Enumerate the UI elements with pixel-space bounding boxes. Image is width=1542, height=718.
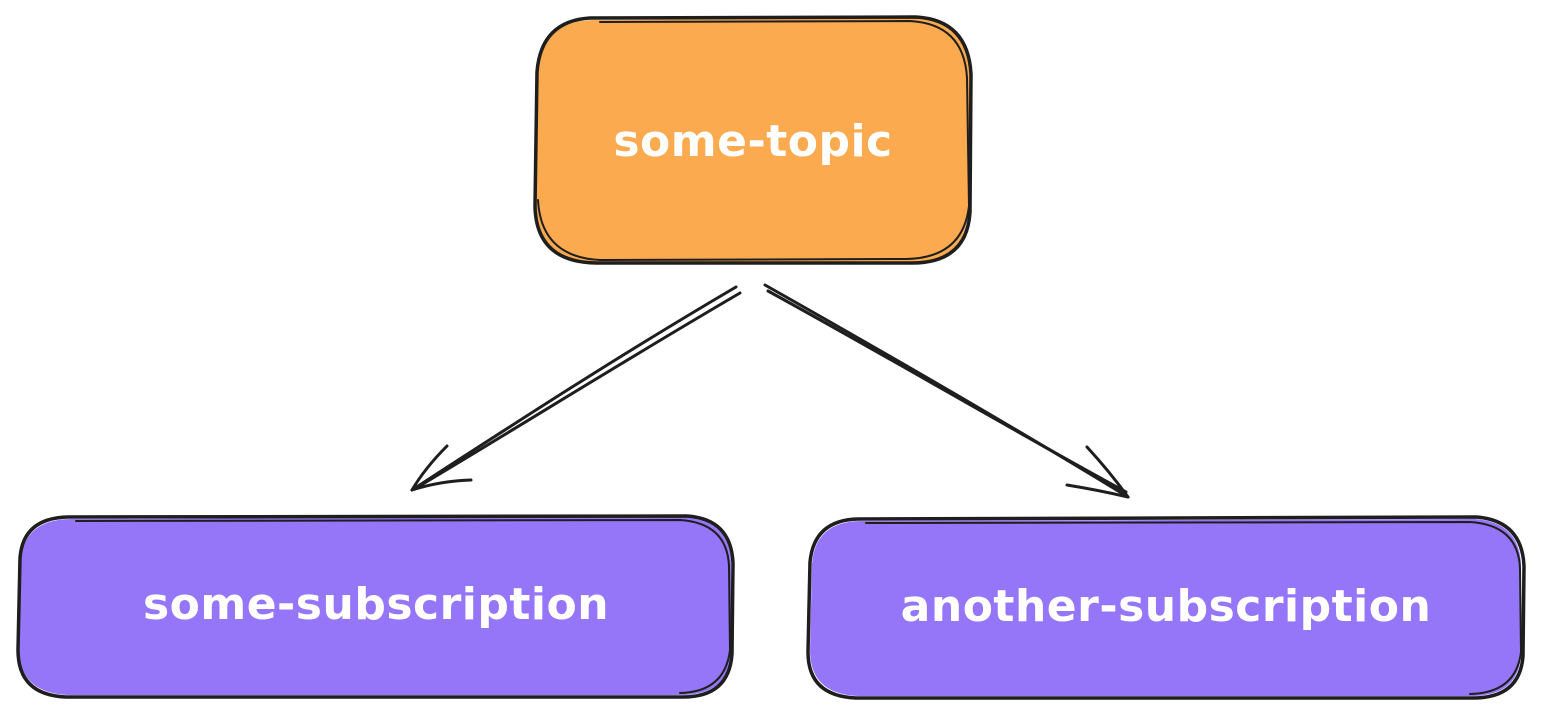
subscription-left-label: some-subscription	[143, 579, 609, 630]
subscription-node-right-outline-sketch	[865, 521, 1522, 695]
subscription-node-left-outline-sketch	[75, 519, 731, 694]
arrow-left-shaft	[410, 285, 738, 492]
arrow-topic-to-some-subscription	[410, 285, 742, 492]
arrow-right-head	[1065, 445, 1130, 499]
subscription-node-left[interactable]: some-subscription	[16, 514, 735, 699]
subscription-node-right-fill	[810, 519, 1521, 696]
subscription-node-left-outline	[16, 514, 735, 699]
subscription-node-left-fill	[19, 517, 731, 695]
topic-node-fill	[536, 18, 970, 262]
arrow-left-head	[410, 444, 473, 492]
arrow-left-shaft-sketch	[414, 291, 742, 490]
subscription-right-label: another-subscription	[901, 581, 1432, 632]
topic-label: some-topic	[613, 116, 892, 167]
topic-node-outline-sketch	[537, 20, 970, 261]
subscription-node-right-outline	[806, 515, 1526, 700]
topic-node-outline	[533, 15, 973, 265]
subscription-node-right[interactable]: another-subscription	[806, 515, 1526, 700]
arrow-right-shaft-sketch	[766, 289, 1128, 494]
topic-node[interactable]: some-topic	[533, 15, 973, 265]
arrow-topic-to-another-subscription	[763, 283, 1130, 499]
